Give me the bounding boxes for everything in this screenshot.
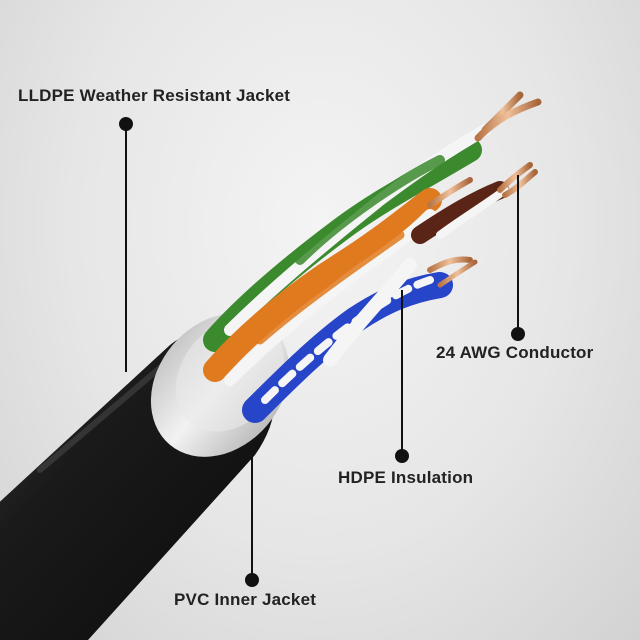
conductor-label: 24 AWG Conductor [436, 343, 593, 363]
outer-jacket-label: LLDPE Weather Resistant Jacket [18, 86, 290, 106]
callout-conductor [511, 175, 525, 341]
inner-jacket-label: PVC Inner Jacket [174, 590, 316, 610]
insulation-label: HDPE Insulation [338, 468, 473, 488]
callout-pvc [245, 450, 259, 587]
callout-insulation [395, 290, 409, 463]
callout-lldpe [119, 117, 133, 372]
